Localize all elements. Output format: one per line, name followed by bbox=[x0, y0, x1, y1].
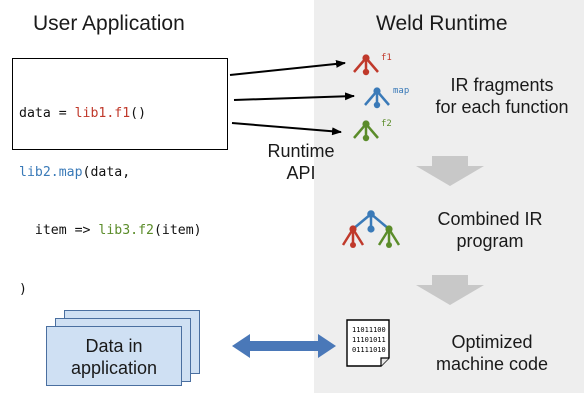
code-token-map: lib2.map bbox=[19, 164, 83, 180]
code-token: ) bbox=[19, 281, 27, 297]
runtime-api-label: Runtime API bbox=[262, 140, 340, 184]
down-arrow-1 bbox=[416, 156, 484, 186]
combined-ir-tree-icon bbox=[341, 210, 401, 248]
call-arrows bbox=[229, 59, 355, 136]
arrow-f1 bbox=[229, 59, 346, 76]
combined-ir-line1: Combined IR bbox=[437, 209, 543, 229]
data-in-application-card: Data in application bbox=[46, 326, 182, 386]
optimized-line1: Optimized bbox=[451, 332, 533, 352]
code-line-1: data = lib1.f1() bbox=[19, 104, 227, 124]
code-token-f2: lib3.f2 bbox=[98, 223, 154, 238]
runtime-api-line1: Runtime bbox=[267, 141, 335, 161]
ir-fragments-line1: IR fragments bbox=[450, 75, 554, 95]
machine-code-document-icon: 11011100 11101011 01111010 bbox=[346, 319, 390, 367]
code-box: data = lib1.f1() lib2.map(data, item => … bbox=[12, 58, 228, 297]
code-line-4: ) bbox=[19, 280, 227, 300]
arrow-map bbox=[233, 92, 355, 101]
code-token: item => bbox=[19, 223, 99, 238]
code-token: data = bbox=[19, 106, 75, 121]
tag-f2: f2 bbox=[381, 119, 392, 129]
code-token: () bbox=[130, 106, 147, 121]
weld-runtime-title: Weld Runtime bbox=[376, 12, 508, 35]
ir-fragments-label: IR fragments for each function bbox=[428, 74, 576, 118]
code-token-f1: lib1.f1 bbox=[74, 106, 131, 121]
doc-line-1: 11011100 bbox=[352, 326, 386, 334]
tag-map: map bbox=[393, 86, 409, 96]
combined-ir-line2: program bbox=[456, 231, 524, 251]
ir-fragment-f2-tree-icon bbox=[353, 120, 379, 142]
data-exchange-arrow bbox=[232, 334, 336, 358]
ir-fragment-f1-tree-icon bbox=[353, 54, 379, 76]
combined-ir-label: Combined IR program bbox=[420, 208, 560, 252]
doc-line-2: 11101011 bbox=[352, 336, 386, 344]
code-line-2: lib2.map(data, bbox=[19, 163, 227, 183]
down-arrow-2 bbox=[416, 275, 484, 305]
code-line-3: item => lib3.f2(item) bbox=[19, 221, 227, 241]
ir-fragment-map-tree-icon bbox=[364, 87, 390, 109]
data-card-line1: Data in bbox=[85, 336, 143, 356]
code-token: (data, bbox=[82, 164, 131, 180]
ir-fragments-line2: for each function bbox=[435, 97, 569, 117]
doc-line-3: 01111010 bbox=[352, 346, 386, 354]
optimized-code-label: Optimized machine code bbox=[422, 331, 562, 375]
user-application-title: User Application bbox=[33, 12, 185, 35]
tag-f1: f1 bbox=[381, 53, 392, 63]
data-card-line2: application bbox=[70, 358, 158, 378]
optimized-line2: machine code bbox=[435, 354, 549, 374]
arrow-f2 bbox=[231, 122, 342, 136]
code-token: (item) bbox=[153, 223, 202, 238]
runtime-api-line2: API bbox=[286, 163, 316, 183]
